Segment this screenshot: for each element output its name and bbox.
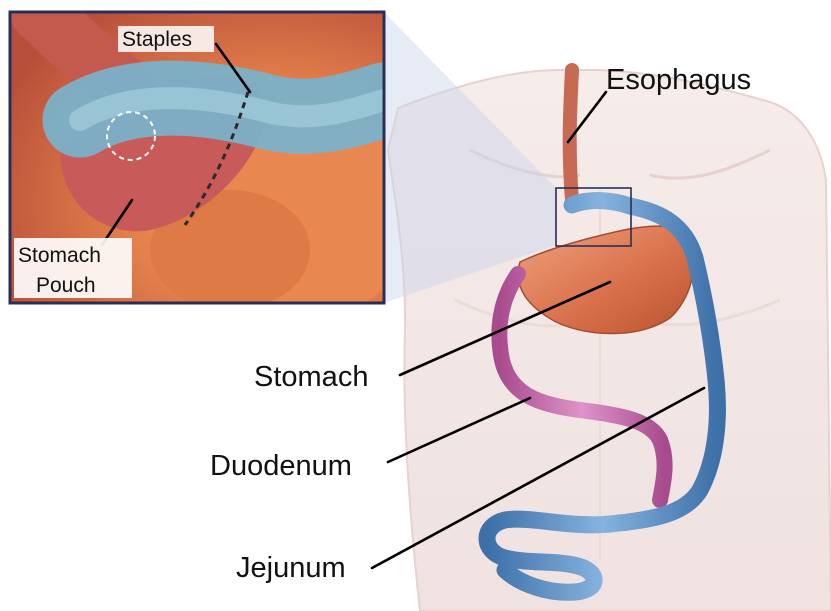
label-stomach-pouch-line2: Pouch [36,274,96,297]
label-duodenum: Duodenum [210,450,352,482]
esophagus-tube [570,70,572,200]
label-staples: Staples [122,28,192,51]
label-stomach: Stomach [254,361,368,393]
label-esophagus: Esophagus [606,64,751,96]
label-stomach-pouch-line1: Stomach [18,244,101,267]
label-jejunum: Jejunum [236,552,346,584]
